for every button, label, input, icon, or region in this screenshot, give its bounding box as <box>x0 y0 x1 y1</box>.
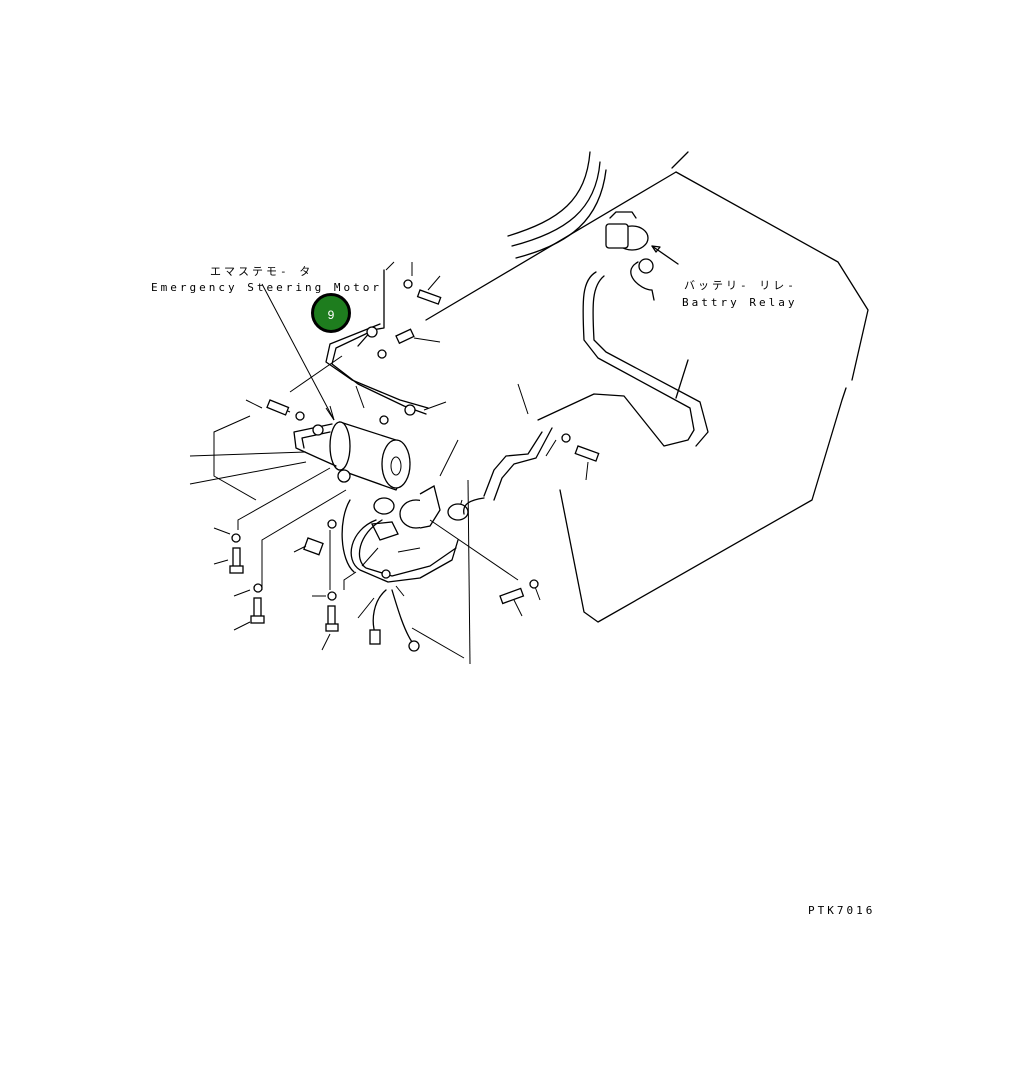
callout-number: 9 <box>327 308 335 322</box>
emergency-motor-label-en: Emergency Steering Motor <box>151 281 382 294</box>
battery-cable <box>483 271 709 501</box>
fasteners-bottom <box>293 433 600 651</box>
emergency-steering-motor <box>293 421 411 491</box>
fasteners-top <box>366 279 442 425</box>
drawing-code: PTK7016 <box>808 904 876 917</box>
callout-marker-9[interactable]: 9 <box>311 293 351 333</box>
fender-arcs <box>507 151 607 259</box>
machine-frame-outline <box>425 151 869 623</box>
leader-lines <box>439 383 589 617</box>
battery-relay-part <box>605 211 679 301</box>
emergency-motor-label-jp: エマステモ- タ <box>210 265 314 278</box>
battery-relay-label-jp: バッテリ- リレ- <box>684 279 797 292</box>
fasteners-left <box>189 283 347 631</box>
wiring-harness <box>341 479 519 665</box>
battery-relay-label-en: Battry Relay <box>682 296 798 309</box>
